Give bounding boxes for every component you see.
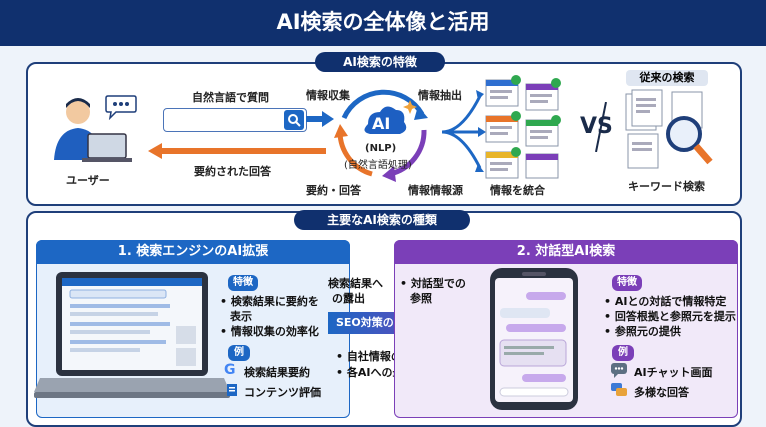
legacy-title: 従来の検索 bbox=[626, 70, 708, 86]
card2-feature-tag: 特徴 bbox=[612, 275, 642, 291]
card1-example-tag: 例 bbox=[228, 345, 250, 361]
card2-example-tag: 例 bbox=[612, 345, 634, 361]
dialog-line-1: • 対話型での bbox=[400, 277, 466, 290]
types-heading: 主要なAI検索の種類 bbox=[294, 210, 470, 230]
exposure-line-1: 検索結果へ bbox=[328, 277, 383, 290]
document-icon bbox=[227, 384, 237, 396]
card1-feature-tag: 特徴 bbox=[228, 275, 258, 291]
answer-label: 要約された回答 bbox=[194, 165, 271, 178]
ai-center-label: AI bbox=[372, 114, 391, 133]
vs-slash bbox=[595, 102, 607, 152]
phone-illustration bbox=[490, 268, 578, 410]
multi-answer-icon bbox=[611, 383, 627, 396]
step-collect: 情報収集 bbox=[306, 89, 350, 102]
step-integrate: 情報を統合 bbox=[490, 184, 545, 197]
chat-icon bbox=[611, 363, 627, 378]
ai-cycle-diagram bbox=[334, 89, 428, 182]
search-icon[interactable] bbox=[284, 110, 304, 130]
laptop-illustration bbox=[34, 272, 230, 398]
title-bar bbox=[0, 0, 766, 46]
answer-arrow-icon bbox=[148, 143, 326, 159]
google-icon: G bbox=[224, 362, 236, 378]
user-figure bbox=[54, 98, 132, 162]
speech-bubble-icon bbox=[105, 95, 137, 120]
features-heading: AI検索の特徴 bbox=[315, 52, 445, 72]
card2-title: 2. 対話型AI検索 bbox=[394, 240, 738, 264]
fan-arrows bbox=[442, 90, 486, 172]
source-documents bbox=[485, 75, 561, 179]
card1-feature-3: • 情報収集の効率化 bbox=[220, 325, 319, 338]
card1-feature-2: 表示 bbox=[230, 310, 252, 323]
card2-feature-2: • 回答根拠と参照元を提示 bbox=[604, 310, 736, 323]
user-label: ユーザー bbox=[66, 174, 110, 187]
legacy-label: キーワード検索 bbox=[628, 180, 705, 193]
ai-nlp-jp-label: (自然言語処理) bbox=[344, 160, 412, 171]
main-title: AI検索の全体像と活用 bbox=[276, 10, 490, 34]
card2-example-1: AIチャット画面 bbox=[634, 366, 713, 379]
dialog-line-2: 参照 bbox=[410, 292, 432, 305]
step-extract: 情報抽出 bbox=[418, 89, 462, 102]
query-label: 自然言語で質問 bbox=[192, 91, 269, 104]
card1-example-2: コンテンツ評価 bbox=[244, 386, 321, 399]
exposure-line-2: の露出 bbox=[332, 292, 365, 305]
card2-example-2: 多様な回答 bbox=[634, 386, 689, 399]
card2-feature-1: • AIとの対話で情報特定 bbox=[604, 295, 727, 308]
vs-label: VS bbox=[580, 114, 613, 139]
ai-nlp-label: (NLP) bbox=[365, 143, 397, 154]
card1-feature-1: • 検索結果に要約を bbox=[220, 295, 319, 308]
magnifier-docs-icon bbox=[625, 89, 713, 169]
step-answer: 要約・回答 bbox=[306, 184, 361, 197]
query-arrow-icon bbox=[306, 111, 334, 127]
card2-feature-3: • 参照元の提供 bbox=[604, 325, 681, 338]
card1-example-1: 検索結果要約 bbox=[244, 366, 310, 379]
step-source: 情報情報源 bbox=[408, 184, 463, 197]
card1-title: 1. 検索エンジンのAI拡張 bbox=[36, 240, 350, 264]
